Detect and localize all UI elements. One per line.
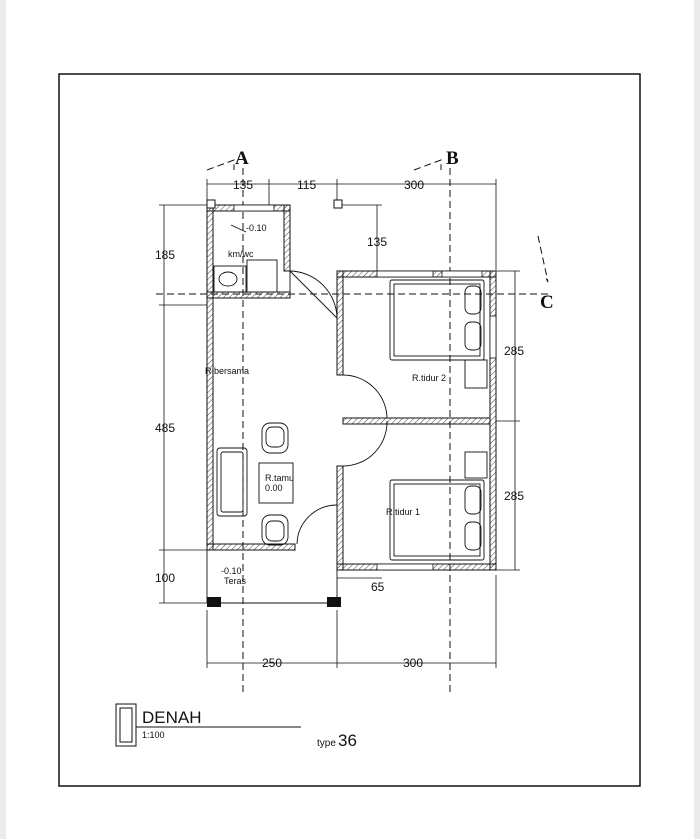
- dim-bottom-250: 250: [262, 656, 282, 670]
- dim-top-3: 300: [404, 178, 424, 192]
- terrace-posts: [207, 597, 341, 607]
- room-tidur1-label: R.tidur 1: [386, 507, 420, 517]
- type-number: 36: [338, 731, 357, 750]
- dim-top-1: 135: [233, 178, 253, 192]
- section-c-label: C: [540, 292, 554, 313]
- room-teras-level: -0.10: [221, 566, 242, 576]
- sheet-border: [58, 73, 641, 787]
- bathroom-fixtures: [213, 224, 278, 293]
- section-a-label: A: [235, 148, 249, 169]
- dim-inner-135: 135: [367, 235, 387, 249]
- drawing-sheet: A B C 135 115 300 135 185 485 100 285 28…: [6, 0, 694, 839]
- section-lines: [156, 159, 551, 695]
- room-bersama-label: R.bersama: [205, 366, 249, 376]
- terrace-edges: [206, 550, 338, 604]
- dim-bottom-65: 65: [371, 580, 385, 594]
- type-prefix: type: [317, 738, 336, 749]
- dim-left-485: 485: [155, 421, 175, 435]
- drawing-scale: 1:100: [142, 730, 165, 740]
- room-tidur2-label: R.tidur 2: [412, 373, 446, 383]
- room-tamu-level: 0.00: [265, 483, 283, 493]
- dim-left-185: 185: [155, 248, 175, 262]
- room-kmwc-label: km/wc: [228, 249, 254, 259]
- title-block: [115, 703, 301, 747]
- dim-right-285-b: 285: [504, 489, 524, 503]
- dim-top-2: 115: [297, 178, 316, 192]
- windows: [233, 204, 497, 571]
- section-b-label: B: [446, 148, 459, 169]
- dim-right-285-a: 285: [504, 344, 524, 358]
- furniture: [216, 279, 488, 561]
- doors: [289, 270, 388, 545]
- dim-bottom-300: 300: [403, 656, 423, 670]
- drawing-title: DENAH: [142, 708, 202, 727]
- dimension-lines: [159, 179, 520, 668]
- room-tamu-label: R.tamu: [265, 473, 294, 483]
- dim-left-100: 100: [155, 571, 175, 585]
- room-kmwc-level: -0.10: [246, 223, 267, 233]
- room-teras-label: Teras: [224, 576, 247, 586]
- floor-plan: A B C 135 115 300 135 185 485 100 285 28…: [58, 73, 641, 787]
